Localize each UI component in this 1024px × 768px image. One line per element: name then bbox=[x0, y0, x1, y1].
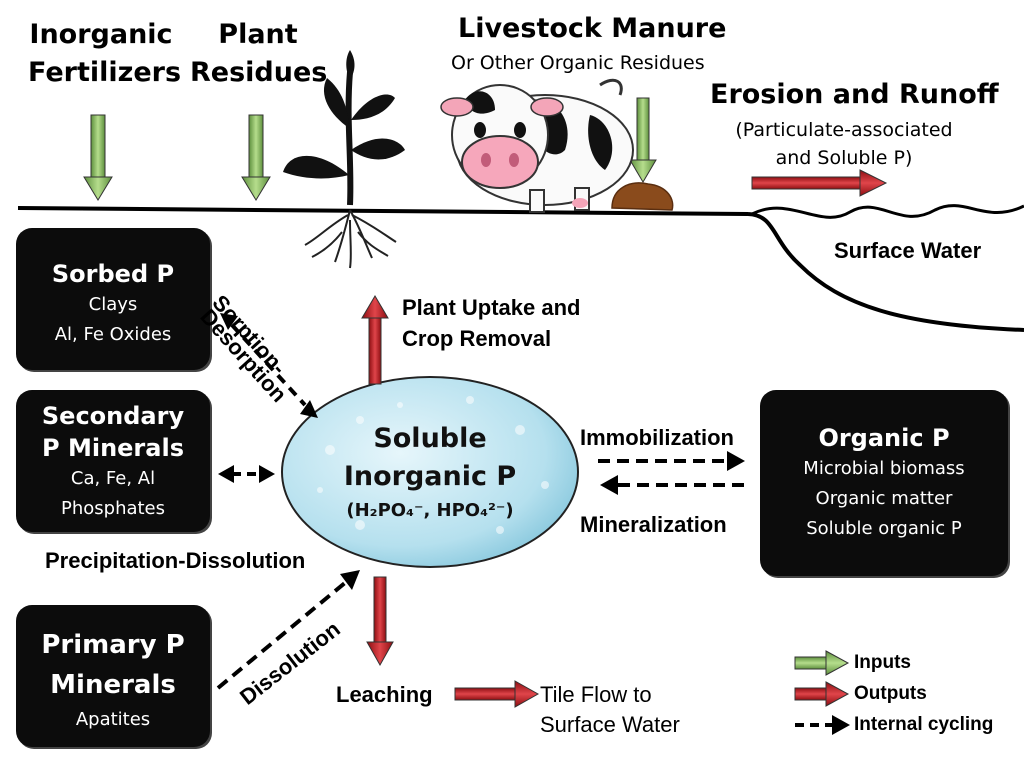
primary-p-title-1: Primary P bbox=[41, 630, 185, 660]
mineralization-label: Mineralization bbox=[580, 512, 727, 537]
leaching-label: Leaching bbox=[336, 682, 433, 707]
plant-line-2: Residues bbox=[190, 57, 328, 88]
erosion-sub-line-1: (Particulate-associated bbox=[735, 119, 953, 141]
soluble-title-2: Inorganic P bbox=[343, 461, 517, 492]
secondary-p-line-2: Phosphates bbox=[60, 498, 166, 519]
roots-icon bbox=[304, 209, 397, 269]
ground-line bbox=[17, 206, 749, 216]
legend-outputs-label: Outputs bbox=[854, 683, 927, 704]
input-manure-subtitle: Or Other Organic Residues bbox=[451, 52, 705, 74]
soluble-formula: (H₂PO₄⁻, HPO₄²⁻) bbox=[346, 500, 514, 521]
immobilization-label: Immobilization bbox=[580, 425, 734, 450]
secondary-p-line-1: Ca, Fe, Al bbox=[70, 468, 156, 489]
legend-internal-label: Internal cycling bbox=[854, 714, 994, 735]
legend-inputs-label: Inputs bbox=[854, 652, 911, 673]
legend-internal-arrow bbox=[795, 715, 850, 735]
organic-p-line-2: Organic matter bbox=[815, 488, 953, 509]
plant-icon bbox=[283, 50, 405, 206]
erosion-subtitle: (Particulate-associated and Soluble P) bbox=[722, 116, 966, 172]
tile-flow-line-1: Tile Flow to bbox=[540, 682, 652, 707]
sorbed-p-title: Sorbed P bbox=[51, 260, 175, 288]
legend-output-arrow bbox=[794, 681, 850, 707]
soluble-p-pool bbox=[281, 376, 579, 568]
erosion-sub-line-2: and Soluble P) bbox=[775, 147, 913, 169]
secondary-p-title-2: P Minerals bbox=[42, 434, 184, 462]
legend-input-arrow bbox=[794, 650, 850, 676]
secondary-p-box: Secondary P Minerals Ca, Fe, Al Phosphat… bbox=[16, 390, 210, 532]
organic-p-line-3: Soluble organic P bbox=[806, 518, 962, 539]
cow-icon bbox=[440, 78, 634, 213]
sorption-arrow bbox=[220, 313, 318, 418]
water-surface bbox=[751, 204, 1024, 219]
organic-p-box: Organic P Microbial biomass Organic matt… bbox=[760, 390, 1008, 576]
manure-icon bbox=[611, 182, 674, 211]
surface-water-label: Surface Water bbox=[834, 238, 982, 263]
plant-uptake-label: Plant Uptake and Crop Removal bbox=[402, 292, 580, 354]
plant-uptake-line-1: Plant Uptake and bbox=[402, 295, 581, 320]
tile-flow-line-2: Surface Water bbox=[540, 712, 680, 737]
soluble-title-1: Soluble bbox=[373, 423, 487, 454]
secondary-p-title-1: Secondary bbox=[41, 402, 185, 430]
primary-p-line-1: Apatites bbox=[75, 709, 151, 730]
input-livestock-manure: Livestock Manure bbox=[458, 13, 727, 44]
precipitation-label: Precipitation-Dissolution bbox=[45, 548, 306, 573]
manure-arrow bbox=[629, 97, 657, 183]
plant-uptake-arrow bbox=[361, 295, 389, 385]
plant-uptake-line-2: Crop Removal bbox=[402, 326, 552, 351]
primary-p-box: Primary P Minerals Apatites bbox=[16, 605, 210, 747]
sorbed-p-line-2: Al, Fe Oxides bbox=[54, 324, 172, 345]
erosion-arrow bbox=[751, 169, 888, 197]
primary-p-title-2: Minerals bbox=[50, 670, 176, 700]
inorganic-fertilizer-arrow bbox=[83, 114, 113, 201]
dissolution-arrow bbox=[216, 570, 360, 690]
tile-flow-arrow bbox=[454, 680, 540, 708]
input-inorganic-fertilizers: Inorganic Fertilizers bbox=[28, 16, 182, 92]
precipitation-arrow bbox=[218, 465, 275, 483]
organic-p-line-1: Microbial biomass bbox=[803, 458, 965, 479]
inorganic-line-1: Inorganic bbox=[29, 19, 173, 50]
pool-bubbles bbox=[317, 396, 549, 534]
input-plant-residues: Plant Residues bbox=[190, 16, 328, 92]
sorbed-p-line-1: Clays bbox=[88, 294, 138, 315]
leaching-arrow bbox=[366, 576, 394, 667]
soluble-p-label: Soluble Inorganic P (H₂PO₄⁻, HPO₄²⁻) bbox=[292, 420, 568, 526]
erosion-title: Erosion and Runoff bbox=[710, 79, 999, 110]
sorbed-p-box: Sorbed P Clays Al, Fe Oxides bbox=[16, 228, 210, 370]
mineralization-arrow bbox=[600, 475, 746, 495]
stream-bank bbox=[747, 212, 1024, 332]
organic-p-title: Organic P bbox=[818, 424, 950, 452]
plant-line-1: Plant bbox=[218, 19, 298, 50]
inorganic-line-2: Fertilizers bbox=[28, 57, 182, 88]
immobilization-arrow bbox=[598, 451, 745, 471]
tile-flow-label: Tile Flow to Surface Water bbox=[540, 680, 680, 740]
plant-residue-arrow bbox=[241, 114, 271, 201]
